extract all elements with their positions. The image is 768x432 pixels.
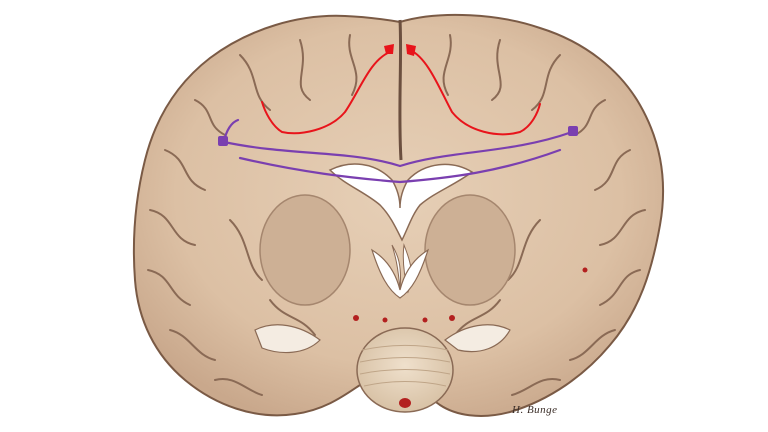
upper-tract-right-branch — [409, 49, 541, 136]
upper-tract-left-terminal — [384, 44, 394, 54]
right-basal-ganglia — [424, 194, 516, 306]
right-temporal-horn — [444, 324, 511, 353]
interthalamic-space — [370, 248, 430, 299]
left-basal-ganglia — [259, 194, 351, 306]
lower-tract-lower-arc — [238, 148, 562, 184]
basilar-artery-dot — [399, 398, 411, 408]
lower-tract-right-terminal — [568, 126, 578, 136]
vessel-dots — [353, 267, 588, 323]
left-temporal-horn — [254, 324, 321, 354]
left-hemisphere-sulci — [147, 34, 358, 396]
right-hemisphere-sulci — [442, 34, 646, 396]
upper-tract-left-branch — [261, 51, 391, 135]
upper-tract — [261, 49, 541, 136]
lower-tract-left-terminal — [218, 136, 228, 146]
artist-signature: H. Bunge — [512, 404, 558, 416]
lateral-ventricles — [328, 163, 474, 242]
lower-tract-main — [222, 130, 574, 168]
brainstem-fibers — [359, 345, 451, 387]
upper-tract-right-terminal — [406, 44, 416, 56]
longitudinal-fissure — [398, 19, 403, 161]
